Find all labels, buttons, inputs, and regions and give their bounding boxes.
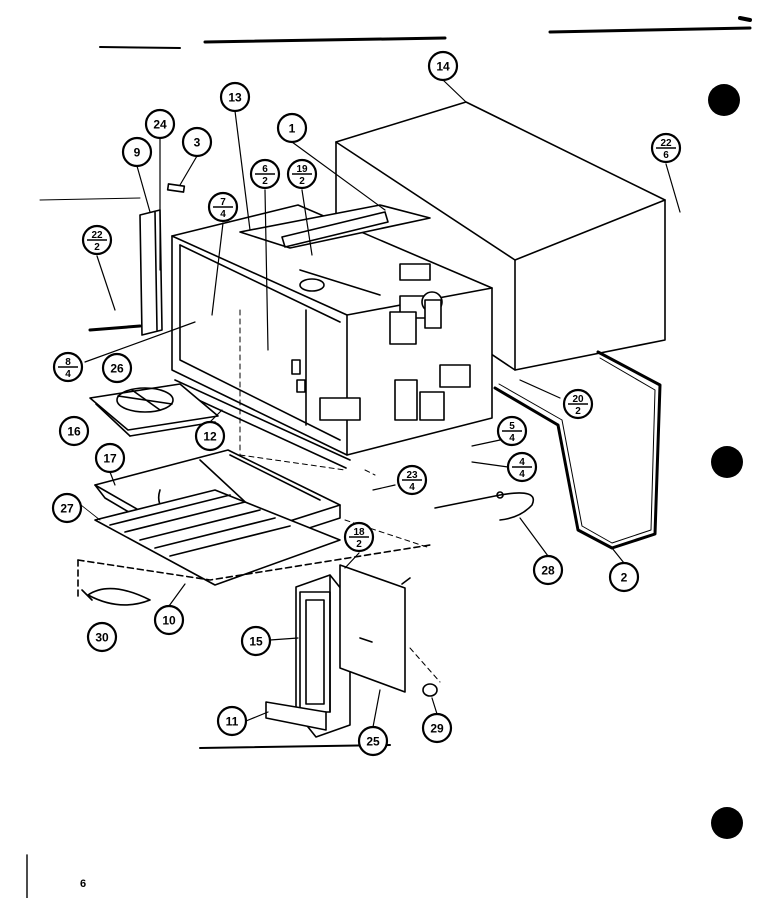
callout-c22_2-bottom: 2 <box>94 242 100 253</box>
callout-c20_2-bottom: 2 <box>575 406 581 417</box>
callout-c22_6: 226 <box>650 132 682 164</box>
callout-c9: 9 <box>121 136 153 168</box>
callout-c26-label: 26 <box>110 362 124 376</box>
callout-c6_2: 62 <box>249 158 281 190</box>
callout-c11-label: 11 <box>226 715 239 729</box>
panel-25 <box>339 564 411 693</box>
callout-c8_4: 84 <box>52 351 84 383</box>
callout-c18_2: 182 <box>343 521 375 553</box>
callout-c14-label: 14 <box>436 60 450 74</box>
callout-c15: 15 <box>240 625 272 657</box>
callout-c7_4: 74 <box>207 191 239 223</box>
callout-c19_2-top: 19 <box>296 164 308 175</box>
callout-c3: 3 <box>181 126 213 158</box>
callout-c24: 24 <box>144 108 176 140</box>
callout-c16: 16 <box>58 415 90 447</box>
callout-c10: 10 <box>153 604 185 636</box>
callout-c1-label: 1 <box>289 122 296 136</box>
knob-29 <box>422 683 438 697</box>
callout-c22_6-top: 22 <box>660 138 672 149</box>
callout-c26: 26 <box>101 352 133 384</box>
callout-c22_2: 222 <box>81 224 113 256</box>
callout-c30-label: 30 <box>95 631 109 645</box>
callout-c15-label: 15 <box>249 635 263 649</box>
callout-c23_4: 234 <box>396 464 428 496</box>
callout-c13-label: 13 <box>228 91 242 105</box>
callout-c14: 14 <box>427 50 459 82</box>
callout-c17: 17 <box>94 442 126 474</box>
callout-c23_4-bottom: 4 <box>409 482 415 493</box>
callout-c30: 30 <box>86 621 118 653</box>
callout-c23_4-top: 23 <box>406 470 418 481</box>
callout-c12: 12 <box>194 420 226 452</box>
door-15 <box>295 574 351 738</box>
chassis-13 <box>167 204 493 469</box>
callout-c28: 28 <box>532 554 564 586</box>
leader-lines <box>66 79 681 728</box>
scan-artifacts <box>39 16 752 749</box>
callout-c2: 2 <box>608 561 640 593</box>
callout-c29: 29 <box>421 712 453 744</box>
callout-c2-label: 2 <box>621 571 628 585</box>
callout-c3-label: 3 <box>194 136 201 150</box>
callout-c19_2-bottom: 2 <box>299 176 305 187</box>
callout-c29-label: 29 <box>430 722 444 736</box>
side-panel-9 <box>139 183 186 336</box>
callout-c4_4: 44 <box>506 451 538 483</box>
binder-holes <box>708 84 743 839</box>
callout-c7_4-bottom: 4 <box>220 209 226 220</box>
callout-c17-label: 17 <box>103 452 117 466</box>
callout-c6_2-top: 6 <box>262 164 268 175</box>
callout-c22_6-bottom: 6 <box>663 150 669 161</box>
callout-c28-label: 28 <box>541 564 555 578</box>
callout-c27-label: 27 <box>60 502 74 516</box>
callout-c27: 27 <box>51 492 83 524</box>
callout-c24-label: 24 <box>153 118 167 132</box>
callout-c8_4-bottom: 4 <box>65 369 71 380</box>
callout-c11: 11 <box>216 705 248 737</box>
callout-c9-label: 9 <box>134 146 141 160</box>
callout-c25: 25 <box>357 725 389 757</box>
callout-c22_2-top: 22 <box>91 230 103 241</box>
callout-c4_4-bottom: 4 <box>519 469 525 480</box>
alignment-lines <box>239 309 441 683</box>
callout-c18_2-bottom: 2 <box>356 539 362 550</box>
callout-c25-label: 25 <box>366 735 380 749</box>
wire-28 <box>434 492 535 521</box>
callout-c6_2-bottom: 2 <box>262 176 268 187</box>
callout-c8_4-top: 8 <box>65 357 71 368</box>
callout-c18_2-top: 18 <box>353 527 365 538</box>
callout-c13: 13 <box>219 81 251 113</box>
callout-c20_2-top: 20 <box>572 394 584 405</box>
callout-c5_4-bottom: 4 <box>509 433 515 444</box>
callout-c19_2: 192 <box>286 158 318 190</box>
lamp-30 <box>81 587 151 606</box>
callout-c5_4-top: 5 <box>509 421 515 432</box>
callout-c7_4-top: 7 <box>220 197 226 208</box>
callout-c12-label: 12 <box>203 430 217 444</box>
callout-c4_4-top: 4 <box>519 457 525 468</box>
callout-c16-label: 16 <box>67 425 81 439</box>
callout-c20_2: 202 <box>562 388 594 420</box>
callout-c10-label: 10 <box>162 614 176 628</box>
callout-c1: 1 <box>276 112 308 144</box>
callout-c5_4: 54 <box>496 415 528 447</box>
page-number: 6 <box>80 878 87 890</box>
fan-assembly-16 <box>89 383 219 437</box>
filter-plate-10 <box>77 489 431 601</box>
